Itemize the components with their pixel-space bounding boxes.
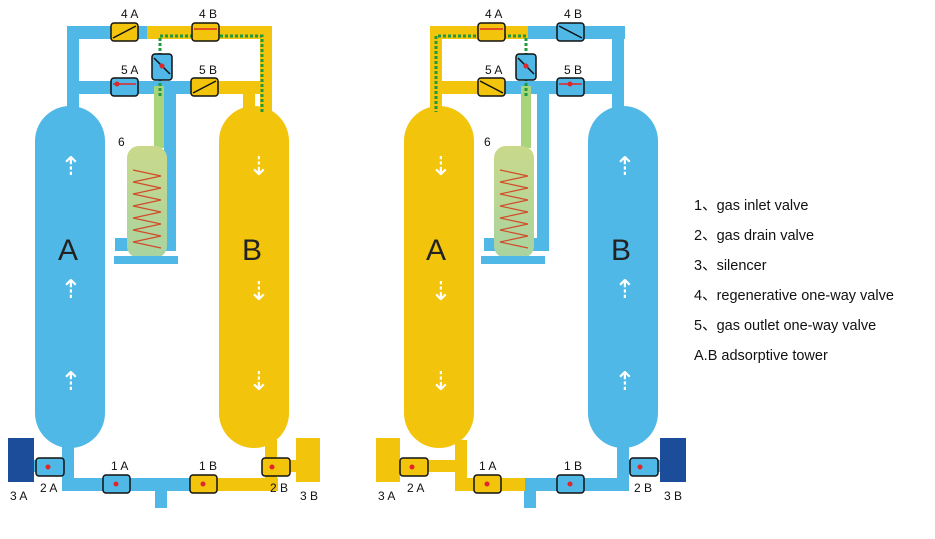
left-label-3b: 3 B (300, 489, 318, 503)
right-label-4b: 4 B (564, 7, 582, 21)
right-label-1b: 1 B (564, 459, 582, 473)
left-label-5b: 5 B (199, 63, 217, 77)
right-tower-a-label: A (426, 234, 446, 267)
left-label-5a: 5 A (121, 63, 138, 77)
right-purge-pipe (521, 86, 531, 148)
right-component-6 (494, 146, 534, 258)
svg-text:⇣: ⇣ (430, 276, 452, 306)
legend-item-gas-inlet-valve: 1、gas inlet valve (694, 198, 809, 214)
svg-text:⇡: ⇡ (60, 366, 82, 396)
left-component-6 (127, 146, 167, 258)
left-label-1b: 1 B (199, 459, 217, 473)
svg-text:⇣: ⇣ (248, 151, 270, 181)
right-spring (499, 169, 529, 249)
right-tower-a (404, 106, 474, 448)
left-label-2a: 2 A (40, 481, 57, 495)
right-tower-b-label: B (611, 234, 631, 267)
right-valve-dots (409, 63, 643, 487)
left-tower-a-label: A (58, 234, 78, 267)
right-label-2a: 2 A (407, 481, 424, 495)
svg-text:⇣: ⇣ (430, 366, 452, 396)
left-spring (132, 169, 162, 249)
left-panel: ⇡⇡⇡ ⇣⇣⇣ 4 A 4 B 5 A 5 B 1 A 1 B 2 A 2 B … (8, 7, 320, 508)
svg-text:⇣: ⇣ (430, 151, 452, 181)
left-label-4b: 4 B (199, 7, 217, 21)
right-silencer-3a (376, 438, 400, 482)
left-valves (35, 22, 291, 494)
right-panel: ⇣⇣⇣ ⇡⇡⇡ 4 A 4 B 5 A 5 B 1 A 1 B 2 A 2 B … (376, 7, 686, 508)
right-label-4a: 4 A (485, 7, 502, 21)
left-silencer-3a (8, 438, 34, 482)
svg-text:⇡: ⇡ (614, 366, 636, 396)
right-label-2b: 2 B (634, 481, 652, 495)
svg-text:⇣: ⇣ (248, 276, 270, 306)
right-flow-arrows: ⇣ ⇣ ⇣ ⇡ ⇡ ⇡ (430, 151, 636, 396)
left-label-3a: 3 A (10, 489, 27, 503)
right-label-1a: 1 A (479, 459, 496, 473)
legend: 1、gas inlet valve 2、gas drain valve 3、si… (694, 196, 934, 376)
legend-item-gas-outlet-valve: 5、gas outlet one-way valve (694, 318, 877, 334)
left-silencer-3b (296, 438, 320, 482)
right-label-3b: 3 B (664, 489, 682, 503)
left-tower-a (35, 106, 105, 448)
left-flow-arrows: ⇡ ⇡ ⇡ ⇣ ⇣ ⇣ (60, 151, 270, 396)
right-label-6: 6 (484, 135, 491, 149)
legend-item-gas-drain-valve: 2、gas drain valve (694, 228, 815, 244)
right-label-5a: 5 A (485, 63, 502, 77)
right-label-3a: 3 A (378, 489, 395, 503)
svg-text:⇡: ⇡ (60, 151, 82, 181)
left-label-2b: 2 B (270, 481, 288, 495)
legend-item-regenerative-valve: 4、regenerative one-way valve (694, 288, 894, 304)
legend-item-silencer: 3、silencer (694, 258, 767, 274)
left-label-1a: 1 A (111, 459, 128, 473)
left-label-4a: 4 A (121, 7, 138, 21)
svg-text:⇡: ⇡ (614, 151, 636, 181)
left-tower-b (219, 106, 289, 448)
left-valve-dots (45, 63, 275, 487)
svg-text:⇣: ⇣ (248, 366, 270, 396)
right-tower-b (588, 106, 658, 448)
right-purge-path (434, 34, 528, 112)
right-label-5b: 5 B (564, 63, 582, 77)
left-tower-b-label: B (242, 234, 262, 267)
svg-text:⇡: ⇡ (614, 274, 636, 304)
left-purge-pipe (154, 86, 164, 148)
legend-item-adsorptive-tower: A.B adsorptive tower (694, 348, 828, 364)
right-silencer-3b (660, 438, 686, 482)
left-label-6: 6 (118, 135, 125, 149)
svg-text:⇡: ⇡ (60, 274, 82, 304)
